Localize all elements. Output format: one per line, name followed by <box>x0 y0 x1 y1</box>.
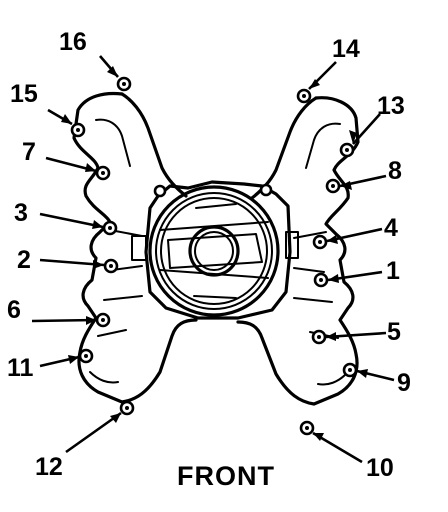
bolt-hole-6 <box>95 312 111 328</box>
bolt-label-8: 8 <box>388 157 402 185</box>
bolt-hole-9 <box>342 362 358 378</box>
right-manifold-arm <box>236 96 360 406</box>
arrow-heads <box>61 66 368 441</box>
bolt-label-9: 9 <box>397 369 411 397</box>
bolt-label-12: 12 <box>35 453 63 481</box>
bolt-label-7: 7 <box>22 138 36 166</box>
bolt-hole-12 <box>119 400 135 416</box>
bolt-hole-2 <box>103 258 119 274</box>
bolt-labels: 16 15 7 3 2 6 11 12 14 13 8 4 1 5 9 10 <box>7 28 411 482</box>
front-label: FRONT <box>177 461 275 491</box>
bolt-hole-1 <box>313 272 329 288</box>
bolt-label-14: 14 <box>332 35 360 63</box>
bolt-label-2: 2 <box>17 246 31 274</box>
bolt-hole-4 <box>312 234 328 250</box>
bolt-hole-3 <box>102 220 118 236</box>
bolt-hole-7 <box>95 165 111 181</box>
bolt-label-1: 1 <box>386 257 400 285</box>
bolt-label-5: 5 <box>387 318 401 346</box>
bolt-hole-13 <box>339 142 355 158</box>
bolt-label-6: 6 <box>7 296 21 324</box>
bolt-hole-16 <box>116 76 132 92</box>
bolt-hole-14 <box>296 88 312 104</box>
bolt-label-11: 11 <box>7 354 34 382</box>
bolt-label-4: 4 <box>384 214 398 242</box>
bolt-hole-11 <box>78 348 94 364</box>
bolt-hole-15 <box>70 122 86 138</box>
bolt-label-13: 13 <box>377 92 405 120</box>
bolt-hole-10 <box>299 420 315 436</box>
bolt-holes <box>70 76 358 436</box>
center-plenum <box>131 180 299 320</box>
bolt-label-16: 16 <box>59 28 87 56</box>
bolt-label-15: 15 <box>10 80 38 108</box>
bolt-hole-8 <box>325 178 341 194</box>
bolt-label-3: 3 <box>14 199 28 227</box>
bolt-label-10: 10 <box>366 454 394 482</box>
bolt-hole-5 <box>311 329 327 345</box>
